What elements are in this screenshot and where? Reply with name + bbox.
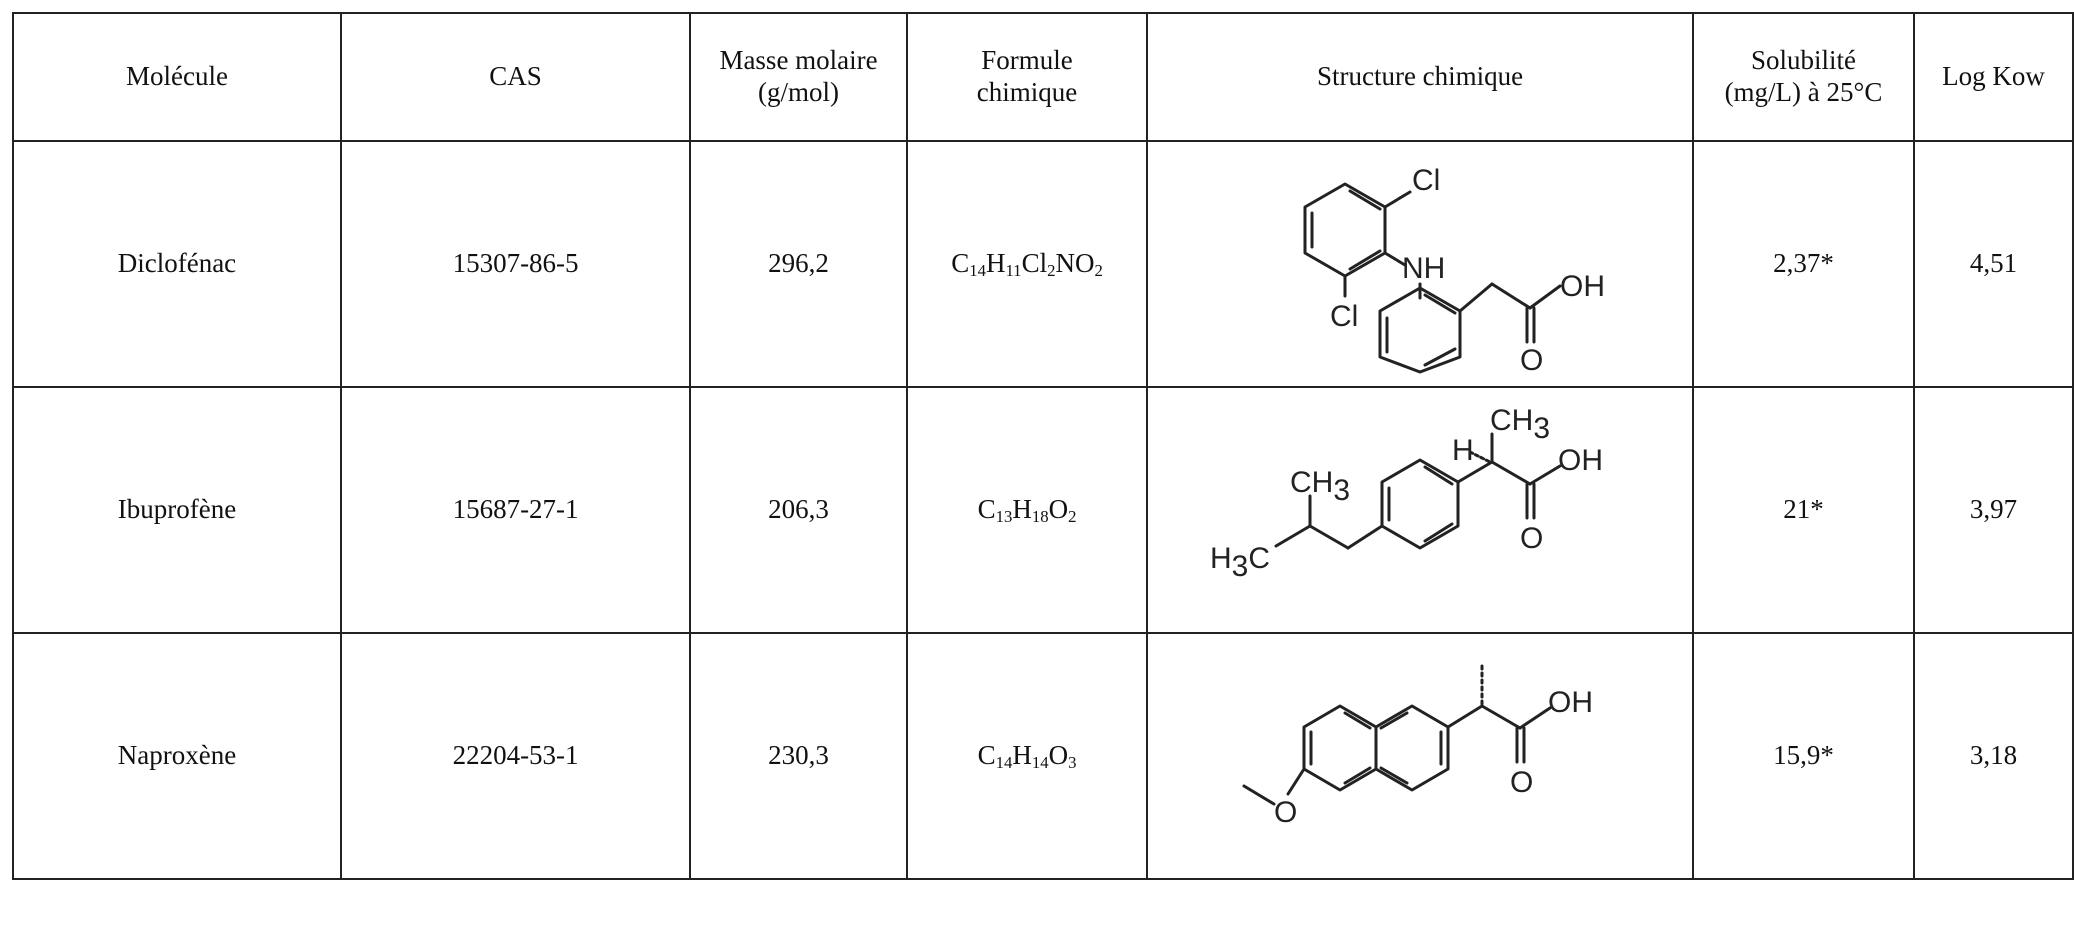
formula-subscript: 2 [1094, 261, 1103, 281]
formula-subscript: 2 [1068, 507, 1077, 527]
label-oh: OH [1560, 270, 1605, 303]
header-masse-molaire: Masse molaire(g/mol) [689, 12, 908, 142]
label-nh: NH [1402, 252, 1445, 285]
table-row: Diclofénac 15307-86-5 296,2 C14H11Cl2NO2… [12, 140, 2074, 388]
cell-molecule: Naproxène [12, 632, 342, 880]
label-oh: OH [1558, 444, 1603, 477]
label-ch3-left: CH3 [1290, 466, 1350, 507]
cell-structure: Cl Cl NH OH [1146, 140, 1694, 388]
cell-masse: 230,3 [689, 632, 908, 880]
table-container: Molécule CAS Masse molaire(g/mol) Formul… [12, 12, 2074, 880]
header-logkow: Log Kow [1912, 12, 2074, 142]
cell-solubilite: 21* [1692, 386, 1915, 634]
formula-subscript: 14 [995, 753, 1013, 773]
cell-formula: C14H11Cl2NO2 [905, 140, 1149, 388]
diclofenac-structure: Cl Cl NH OH [1303, 164, 1605, 377]
label-oh: OH [1548, 686, 1593, 719]
formula-element: C [977, 494, 996, 525]
formula-element: N [1055, 248, 1075, 279]
cell-logkow: 3,97 [1912, 386, 2074, 634]
cell-masse: 296,2 [689, 140, 908, 388]
header-cas: CAS [339, 12, 692, 142]
header-row: Molécule CAS Masse molaire(g/mol) Formul… [12, 12, 2074, 142]
label-o: O [1520, 522, 1543, 555]
formula-element: H [1012, 740, 1032, 771]
cell-masse: 206,3 [689, 386, 908, 634]
label-cl-bottom: Cl [1330, 300, 1358, 333]
formula-subscript: 2 [1047, 261, 1056, 281]
formula-element: O [1048, 494, 1069, 525]
formula-subscript: 11 [1005, 261, 1022, 281]
cell-solubilite: 15,9* [1692, 632, 1915, 880]
label-cl-top: Cl [1412, 164, 1440, 197]
label-h3c: H3C [1210, 542, 1270, 583]
formula-subscript: 14 [969, 261, 986, 281]
ibuprofen-structure: CH3 H OH O CH3 H3C [1210, 404, 1603, 583]
formula-element: C [951, 248, 970, 279]
cell-molecule: Diclofénac [12, 140, 342, 388]
cell-molecule: Ibuprofène [12, 386, 342, 634]
cell-cas: 15687-27-1 [339, 386, 692, 634]
label-ch3-top: CH3 [1490, 404, 1550, 445]
cell-structure: CH3 H OH O CH3 H3C [1146, 386, 1694, 634]
cell-formula: C14H14O3 [905, 632, 1149, 880]
label-o: O [1510, 766, 1533, 799]
header-molecule: Molécule [12, 12, 342, 142]
formula-subscript: 14 [1031, 753, 1049, 773]
cell-formula: C13H18O2 [905, 386, 1149, 634]
header-structure: Structure chimique [1146, 12, 1694, 142]
formula-element: O [1074, 248, 1095, 279]
table-row: Ibuprofène 15687-27-1 206,3 C13H18O2 CH3… [12, 386, 2074, 634]
properties-table: Molécule CAS Masse molaire(g/mol) Formul… [12, 12, 2074, 880]
cell-structure: O OH O [1146, 632, 1694, 880]
formula-subscript: 18 [1031, 507, 1049, 527]
header-solubilite: Solubilité(mg/L) à 25°C [1692, 12, 1915, 142]
cell-logkow: 3,18 [1912, 632, 2074, 880]
table-row: Naproxène 22204-53-1 230,3 C14H14O3 [12, 632, 2074, 880]
formula-element: H [1012, 494, 1032, 525]
formula-element: Cl [1021, 248, 1048, 279]
formula-element: H [985, 248, 1006, 279]
cell-solubilite: 2,37* [1692, 140, 1915, 388]
formula-element: C [977, 740, 996, 771]
label-h: H [1452, 434, 1474, 467]
naproxen-structure: O OH O [1242, 664, 1593, 829]
label-o: O [1520, 344, 1543, 377]
cell-cas: 15307-86-5 [339, 140, 692, 388]
formula-subscript: 13 [995, 507, 1013, 527]
formula-subscript: 3 [1068, 753, 1077, 773]
label-o-methoxy: O [1274, 796, 1297, 829]
cell-logkow: 4,51 [1912, 140, 2074, 388]
formula-element: O [1048, 740, 1069, 771]
cell-cas: 22204-53-1 [339, 632, 692, 880]
